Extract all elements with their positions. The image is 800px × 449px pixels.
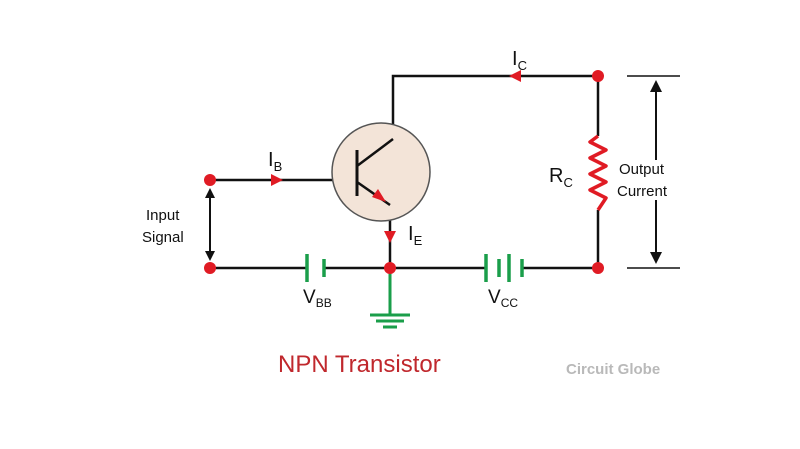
circuit-nodes bbox=[204, 70, 604, 274]
base-current-label: IB bbox=[268, 149, 282, 174]
output-bottom-node bbox=[592, 262, 604, 274]
output-current-double-arrow bbox=[627, 75, 680, 269]
transistor-collector-lead bbox=[356, 138, 394, 167]
base-battery-label: VBB bbox=[303, 287, 332, 310]
collector-resistor bbox=[588, 134, 608, 211]
collector-current-arrow-icon bbox=[509, 70, 521, 82]
collector-battery bbox=[484, 254, 524, 282]
emitter-arrow-icon bbox=[372, 189, 386, 202]
collector-resistor-label: RC bbox=[549, 165, 573, 190]
output-top-node bbox=[592, 70, 604, 82]
base-current-arrow-icon bbox=[271, 174, 283, 186]
output-current-label-line2: Current bbox=[617, 183, 668, 200]
diagram-title: NPN Transistor bbox=[278, 351, 441, 378]
base-battery bbox=[305, 254, 326, 282]
output-current-label-line1: Output bbox=[619, 161, 665, 178]
collector-battery-label: VCC bbox=[488, 287, 518, 310]
emitter-current-arrow-icon bbox=[384, 231, 396, 243]
collector-top-wire bbox=[391, 74, 598, 139]
npn-transistor-symbol bbox=[331, 122, 431, 222]
input-signal-label-line1: Input bbox=[146, 207, 180, 224]
collector-current-label: IC bbox=[512, 48, 527, 73]
input-signal-double-arrow bbox=[205, 188, 215, 261]
input-signal-label-line2: Signal bbox=[142, 229, 184, 246]
input-top-node bbox=[204, 174, 216, 186]
input-bottom-node bbox=[204, 262, 216, 274]
watermark: Circuit Globe bbox=[566, 361, 660, 378]
ground-symbol bbox=[370, 268, 410, 329]
emitter-current-label: IE bbox=[408, 223, 423, 248]
transistor-envelope bbox=[331, 122, 431, 222]
emitter-junction-node bbox=[384, 262, 396, 274]
